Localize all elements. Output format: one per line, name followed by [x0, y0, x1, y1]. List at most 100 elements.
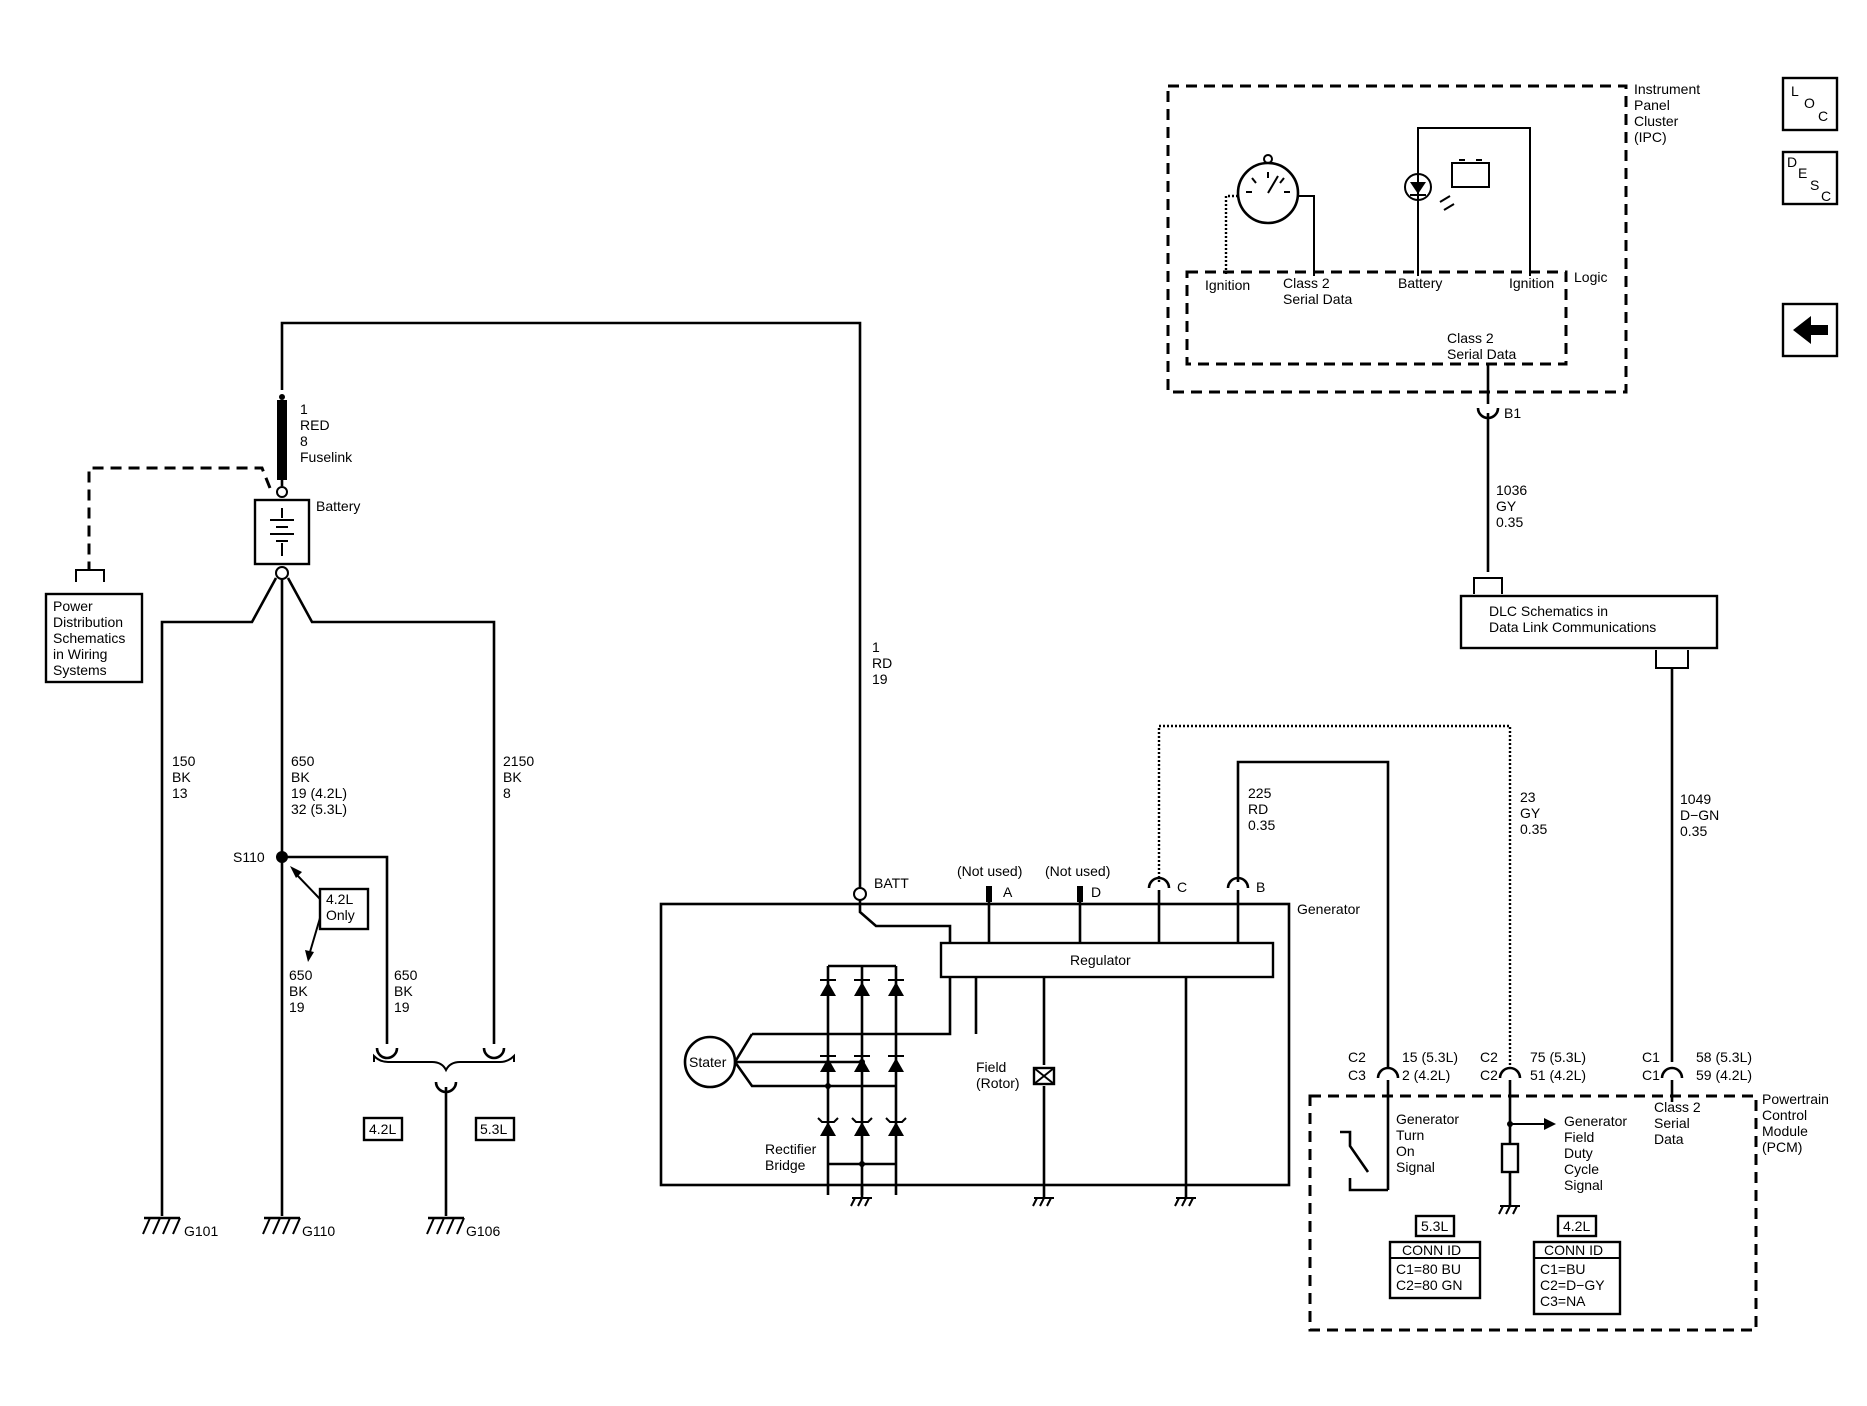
pcm-signal-label: Turn	[1396, 1127, 1424, 1143]
option-tag: 5.3L	[480, 1121, 507, 1137]
batt-label: BATT	[874, 875, 909, 891]
conn-id-cell: C3=NA	[1540, 1293, 1586, 1309]
conn-id-cell: C1=BU	[1540, 1261, 1586, 1277]
ipc-title: Instrument	[1634, 81, 1700, 97]
only-label: Only	[326, 907, 355, 923]
power-dist-label: in Wiring	[53, 646, 107, 662]
battery-lamp-icon	[1404, 127, 1531, 276]
generator: BATT Generator Regulator (Not used) (Not…	[659, 863, 1360, 1207]
wire-label: RD	[1248, 801, 1268, 817]
dlc-schematics-link[interactable]: DLC Schematics in Data Link Communicatio…	[1459, 594, 1719, 669]
ipc-pin-label: Serial Data	[1283, 291, 1352, 307]
ipc-title: (IPC)	[1634, 129, 1667, 145]
desc-letter: D	[1787, 154, 1797, 170]
fuselink: 1 RED 8 Fuselink	[276, 394, 353, 498]
power-dist-label: Schematics	[53, 630, 125, 646]
loc-button[interactable]: L O C	[1781, 76, 1839, 132]
ipc-logic-label: Logic	[1574, 269, 1607, 285]
wire-label: 1036	[1496, 482, 1527, 498]
wire-label: BK	[289, 983, 308, 999]
fuselink-label: Fuselink	[300, 449, 353, 465]
dlc-label: DLC Schematics in	[1489, 603, 1608, 619]
pcm-pin-label: 75 (5.3L)	[1530, 1049, 1586, 1065]
wire-label: BK	[291, 769, 310, 785]
wire-label: 8	[503, 785, 511, 801]
wire-label: 225	[1248, 785, 1272, 801]
wire-label: 19	[872, 671, 888, 687]
ipc-pin-label: Ignition	[1205, 277, 1250, 293]
ground-g106: G106	[426, 1216, 500, 1239]
ground-label: G101	[184, 1223, 218, 1239]
wire-label: 1	[872, 639, 880, 655]
fuselink-label: 1	[300, 401, 308, 417]
wire-label: BK	[394, 983, 413, 999]
wire-label: 650	[289, 967, 313, 983]
power-dist-link-line	[87, 466, 272, 570]
wire-label: 13	[172, 785, 188, 801]
wire-label: 650	[291, 753, 315, 769]
pcm-connector-label: C1	[1642, 1067, 1660, 1083]
wire-label: 0.35	[1248, 817, 1275, 833]
pcm-connector-label: C2	[1480, 1049, 1498, 1065]
pcm-pin-label: 58 (5.3L)	[1696, 1049, 1752, 1065]
desc-button[interactable]: D E S C	[1781, 150, 1839, 206]
option-only-box: 4.2L Only	[290, 866, 370, 962]
pcm-title: Module	[1762, 1123, 1808, 1139]
option-tag: 5.3L	[1421, 1218, 1448, 1234]
fuselink-label: 8	[300, 433, 308, 449]
power-dist-label: Systems	[53, 662, 107, 678]
wire-label: 0.35	[1496, 514, 1523, 530]
pcm-module: Powertrain Control Module (PCM) C2 C3 15…	[1308, 1049, 1829, 1332]
wire-label: 19	[289, 999, 305, 1015]
pcm-signal-label: Serial	[1654, 1115, 1690, 1131]
dlc-label: Data Link Communications	[1489, 619, 1656, 635]
power-dist-label: Distribution	[53, 614, 123, 630]
rectifier-label: Rectifier	[765, 1141, 817, 1157]
conn-id-cell: C2=D−GY	[1540, 1277, 1605, 1293]
wire-label: 0.35	[1520, 821, 1547, 837]
wire-label: BK	[172, 769, 191, 785]
wire-label: 19 (4.2L)	[291, 785, 347, 801]
wire-label: 2150	[503, 753, 534, 769]
connector-label: B1	[1504, 405, 1521, 421]
desc-letter: S	[1810, 177, 1819, 193]
desc-letter: C	[1821, 188, 1831, 204]
back-button[interactable]	[1781, 302, 1839, 358]
pcm-pin-label: 15 (5.3L)	[1402, 1049, 1458, 1065]
regulator-label: Regulator	[1070, 952, 1131, 968]
ground-g110: G110	[262, 1216, 335, 1239]
option-connector: 4.2L 5.3L	[362, 1047, 516, 1216]
stater-label: Stater	[689, 1054, 727, 1070]
ipc-pin-label: Ignition	[1509, 275, 1554, 291]
left-arrow-icon	[1793, 316, 1828, 344]
wire-label: GY	[1496, 498, 1517, 514]
option-tag: 4.2L	[369, 1121, 396, 1137]
wire-label: 32 (5.3L)	[291, 801, 347, 817]
wire-label: BK	[503, 769, 522, 785]
ipc-pin-label: Battery	[1398, 275, 1442, 291]
wire-23	[1157, 724, 1512, 1068]
pcm-title: Powertrain	[1762, 1091, 1829, 1107]
pin-label: B	[1256, 879, 1265, 895]
power-distribution-link[interactable]: Power Distribution Schematics in Wiring …	[44, 592, 144, 684]
ipc-module: Instrument Panel Cluster (IPC) Logic	[1166, 81, 1700, 394]
conn-id-cell: CONN ID	[1544, 1242, 1603, 1258]
desc-letter: E	[1798, 165, 1807, 181]
rectifier-label: Bridge	[765, 1157, 806, 1173]
conn-id-cell: C2=80 GN	[1396, 1277, 1463, 1293]
pcm-title: (PCM)	[1762, 1139, 1802, 1155]
wire-label: 23	[1520, 789, 1536, 805]
pcm-signal-label: Class 2	[1654, 1099, 1701, 1115]
ipc-pin-label: Class 2	[1283, 275, 1330, 291]
pcm-signal-label: Field	[1564, 1129, 1594, 1145]
battery-label: Battery	[316, 498, 360, 514]
pcm-connector-label: C2	[1480, 1067, 1498, 1083]
field-label: (Rotor)	[976, 1075, 1020, 1091]
pcm-connector-label: C2	[1348, 1049, 1366, 1065]
battery-icon: Battery	[253, 498, 360, 566]
wire-225	[1236, 760, 1390, 1068]
fuselink-label: RED	[300, 417, 330, 433]
wire-label: 19	[394, 999, 410, 1015]
wire-label: RD	[872, 655, 892, 671]
pcm-signal-label: Duty	[1564, 1145, 1593, 1161]
